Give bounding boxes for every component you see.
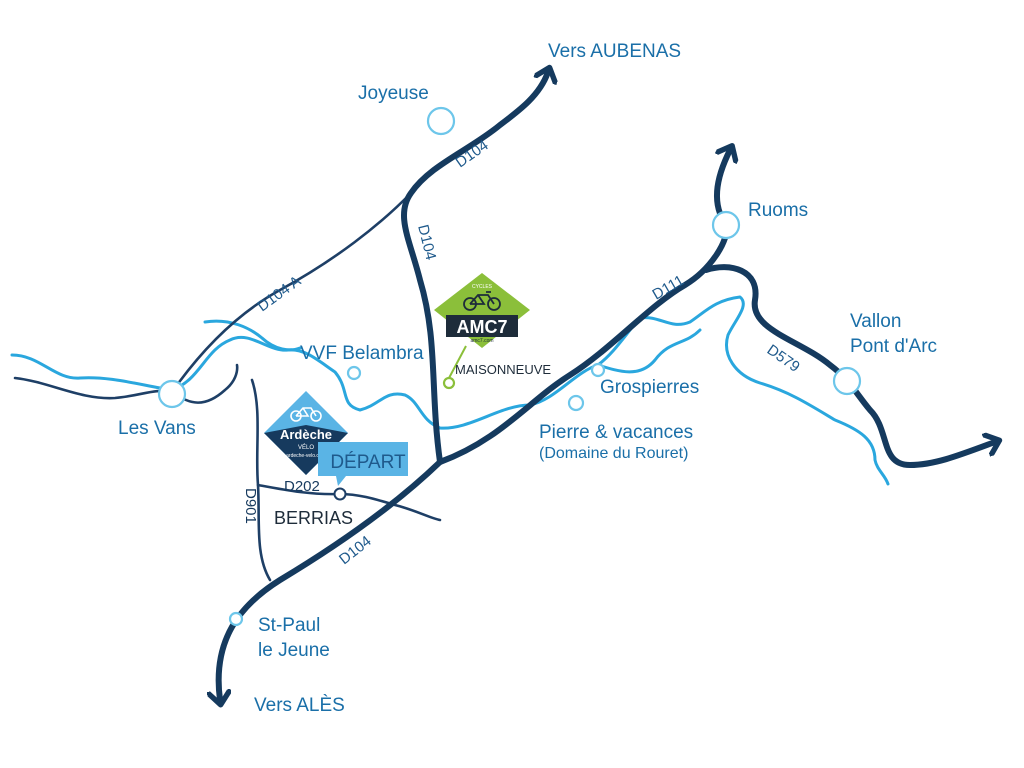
ardeche-logo-sub: VÉLO xyxy=(298,444,314,451)
river-grospierres xyxy=(596,328,702,374)
pierre-marker xyxy=(567,394,585,412)
road-d104-north xyxy=(401,72,548,465)
place-st-paul-line1: St-Paul xyxy=(258,615,320,636)
road-d202 xyxy=(256,483,442,522)
maisonneuve-pointer xyxy=(448,345,467,379)
amc7-logo-url: amc7.com xyxy=(470,338,493,344)
destination-north: Vers AUBENAS xyxy=(548,41,681,62)
place-vallon-line2: Pont d'Arc xyxy=(850,336,937,357)
berrias-marker xyxy=(333,487,347,501)
grospierres-marker xyxy=(590,362,606,378)
amc7-logo: CYCLES AMC7 amc7.com xyxy=(434,273,530,348)
bicycle-icon xyxy=(463,291,501,311)
road-label-d202: D202 xyxy=(284,478,320,495)
river-north-branch xyxy=(203,319,302,352)
bicycle-icon xyxy=(290,407,322,422)
joyeuse-marker xyxy=(426,106,456,136)
place-pierre-line2: (Domaine du Rouret) xyxy=(539,445,688,462)
road-label-d104-middle: D104 xyxy=(414,223,439,262)
place-joyeuse: Joyeuse xyxy=(358,83,429,104)
ardeche-logo-name: Ardèche xyxy=(280,427,332,442)
place-maisonneuve: MAISONNEUVE xyxy=(455,362,551,377)
town-markers xyxy=(157,106,862,627)
les-vans-marker xyxy=(157,379,187,409)
amc7-logo-top: CYCLES xyxy=(472,284,493,290)
ruoms-marker xyxy=(711,210,741,240)
vvf-marker xyxy=(346,365,362,381)
place-vallon-line1: Vallon xyxy=(850,311,901,332)
road-d104-south xyxy=(219,459,443,700)
road-label-d901: D901 xyxy=(242,488,259,524)
place-ruoms: Ruoms xyxy=(748,200,808,221)
ardeche-logo-url: ardeche-velo.com xyxy=(286,453,326,459)
vallon-marker xyxy=(832,366,862,396)
depart-callout: DÉPART xyxy=(318,442,408,486)
place-berrias: BERRIAS xyxy=(274,508,353,528)
river-east xyxy=(638,295,890,486)
place-grospierres: Grospierres xyxy=(600,377,699,398)
road-d901 xyxy=(250,378,272,582)
destination-south: Vers ALÈS xyxy=(254,695,345,716)
place-st-paul-line2: le Jeune xyxy=(258,640,330,661)
place-pierre-line1: Pierre & vacances xyxy=(539,422,693,443)
minor-roads xyxy=(13,191,442,582)
road-les-vans-west xyxy=(13,376,174,400)
road-les-vans-south xyxy=(170,363,239,404)
st-paul-marker xyxy=(228,611,244,627)
road-d111 xyxy=(437,222,730,465)
road-d579 xyxy=(703,264,995,468)
road-label-d104a: D104 A xyxy=(254,273,304,316)
depart-label: DÉPART xyxy=(330,452,406,473)
maisonneuve-marker xyxy=(442,376,456,390)
place-vvf: VVF Belambra xyxy=(300,343,424,364)
road-d104a xyxy=(170,191,413,394)
place-les-vans: Les Vans xyxy=(118,418,196,439)
amc7-logo-name: AMC7 xyxy=(456,317,507,337)
